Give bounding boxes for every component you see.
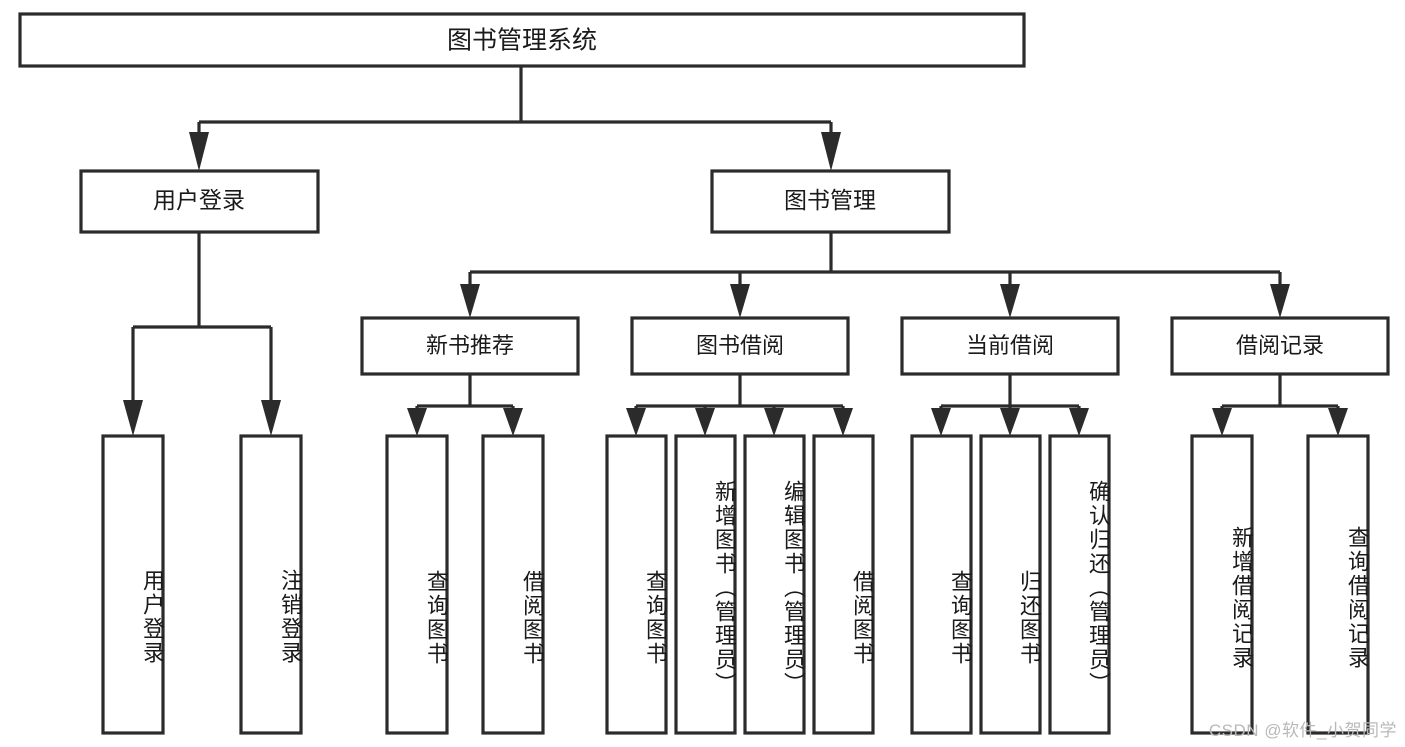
arrow-br-leaf-2 xyxy=(1328,408,1348,436)
arrow-nbr-leaf-1 xyxy=(407,408,427,436)
arrow-bb-leaf-2 xyxy=(695,408,715,436)
leaf-box-edit-book-admin[interactable] xyxy=(743,434,806,735)
arrow-root-to-user-login xyxy=(189,132,209,171)
node-book-borrow-box[interactable] xyxy=(630,316,850,376)
leaf-box-borrow-book-2[interactable] xyxy=(812,434,875,735)
node-new-book-recommend-box[interactable] xyxy=(360,316,580,376)
leaf-box-query-book-2[interactable] xyxy=(605,434,668,735)
node-user-login[interactable]: 用户登录 xyxy=(79,169,320,234)
node-borrow-record[interactable]: 借阅记录 xyxy=(1170,316,1390,376)
arrow-nbr-leaf-2 xyxy=(503,408,523,436)
node-current-borrow-box[interactable] xyxy=(900,316,1120,376)
arrow-cb-leaf-3 xyxy=(1069,408,1089,436)
arrow-cb-leaf-2 xyxy=(1000,408,1020,436)
node-new-book-recommend-label: 新书推荐 xyxy=(426,333,514,358)
arrow-to-new-book-rec xyxy=(460,284,480,318)
arrow-to-current-borrow xyxy=(1000,284,1020,318)
arrow-cb-leaf-1 xyxy=(931,408,951,436)
arrow-bb-leaf-4 xyxy=(833,408,853,436)
node-user-login-label: 用户登录 xyxy=(153,187,245,213)
leaf-box-add-borrow-record[interactable] xyxy=(1190,434,1254,735)
arrow-to-leaf-user-login xyxy=(123,400,143,436)
arrow-to-leaf-logout xyxy=(261,400,281,436)
node-user-login-box[interactable] xyxy=(79,169,320,234)
arrow-bb-leaf-1 xyxy=(626,408,646,436)
csdn-watermark: CSDN @软件_小贺同学 xyxy=(1208,721,1397,740)
leaf-box-query-book-1[interactable] xyxy=(385,434,449,735)
connectors-layer xyxy=(123,66,1348,436)
arrow-root-to-book-mgmt xyxy=(821,132,841,171)
arrow-to-book-borrow xyxy=(730,284,750,318)
leaf-box-add-book-admin[interactable] xyxy=(674,434,737,735)
node-book-borrow[interactable]: 图书借阅 xyxy=(630,316,850,376)
leaf-box-user-login[interactable] xyxy=(101,434,165,735)
node-root-label: 图书管理系统 xyxy=(447,27,597,55)
leaf-box-borrow-book-1[interactable] xyxy=(481,434,545,735)
node-current-borrow[interactable]: 当前借阅 xyxy=(900,316,1120,376)
node-book-borrow-label: 图书借阅 xyxy=(696,333,784,358)
arrow-br-leaf-1 xyxy=(1212,408,1232,436)
node-new-book-recommend[interactable]: 新书推荐 xyxy=(360,316,580,376)
node-book-management-label: 图书管理 xyxy=(784,187,876,213)
leaf-box-return-book[interactable] xyxy=(979,434,1042,735)
leaf-box-query-borrow-record[interactable] xyxy=(1306,434,1370,735)
node-borrow-record-box[interactable] xyxy=(1170,316,1390,376)
node-book-management-box[interactable] xyxy=(710,169,951,234)
leaf-box-logout[interactable] xyxy=(239,434,303,735)
node-root-box[interactable] xyxy=(18,12,1026,68)
node-book-management[interactable]: 图书管理 xyxy=(710,169,951,234)
node-current-borrow-label: 当前借阅 xyxy=(966,333,1054,358)
arrow-bb-leaf-3 xyxy=(764,408,784,436)
arrow-to-borrow-record xyxy=(1270,284,1290,318)
node-root[interactable]: 图书管理系统 xyxy=(18,12,1026,68)
node-borrow-record-label: 借阅记录 xyxy=(1236,333,1324,358)
leaf-box-query-book-3[interactable] xyxy=(910,434,973,735)
leaf-box-confirm-return-admin[interactable] xyxy=(1048,434,1111,735)
